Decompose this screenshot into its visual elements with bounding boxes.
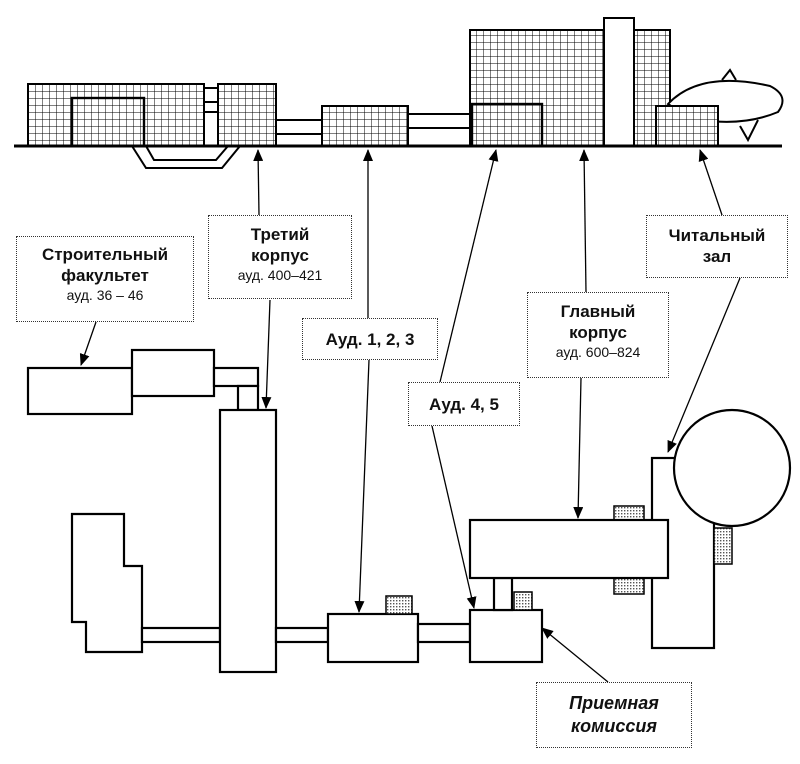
reading-hall-stair — [713, 527, 733, 565]
aud-123-plan — [326, 612, 420, 664]
dome-support — [739, 119, 759, 143]
third-building-link — [236, 384, 260, 412]
main-title-2: корпус — [569, 323, 627, 342]
label-construction-faculty: Строительный факультет ауд. 36 – 46 — [16, 236, 194, 322]
aud-45-link — [492, 576, 514, 612]
arrow-third-down — [261, 299, 272, 409]
passage-elev-2 — [407, 113, 471, 129]
elevation-view — [14, 17, 784, 169]
dome-antenna — [721, 68, 737, 81]
arrow-main-up — [579, 149, 590, 293]
arrow-construction — [79, 321, 97, 366]
aud-45-plan — [468, 608, 544, 664]
label-third-building: Третий корпус ауд. 400–421 — [208, 215, 352, 299]
arrow-admission — [541, 627, 609, 683]
passage-plan-2 — [416, 622, 472, 644]
main-tower — [603, 17, 635, 147]
construction-rooms: ауд. 36 – 46 — [66, 287, 144, 303]
third-building-facade — [217, 83, 277, 147]
underpass-inner — [145, 145, 229, 161]
label-main-building: Главный корпус ауд. 600–824 — [527, 292, 669, 378]
aud-45-stair — [513, 591, 533, 611]
label-aud-123: Ауд. 1, 2, 3 — [302, 318, 438, 360]
construction-connector — [212, 366, 260, 388]
third-building-plan — [218, 408, 278, 674]
plan-view — [26, 348, 792, 674]
third-rooms: ауд. 400–421 — [237, 267, 323, 283]
third-title-2: корпус — [251, 246, 309, 265]
aud45-title: Ауд. 4, 5 — [429, 395, 499, 414]
third-title-1: Третий — [250, 225, 310, 244]
construction-title-1: Строительный — [41, 245, 169, 264]
underpass-outline — [131, 145, 241, 169]
reading-title-1: Читальный — [668, 226, 766, 245]
arrow-third-up — [253, 149, 264, 216]
arrow-reading-up — [698, 149, 723, 216]
construction-faculty-facade — [27, 83, 205, 147]
aud123-title: Ауд. 1, 2, 3 — [325, 330, 415, 349]
aud-45-facade — [470, 102, 544, 148]
reading-hall-dome-plan — [672, 408, 792, 528]
construction-faculty-annex — [130, 348, 216, 398]
admission-title-1: Приемная — [569, 693, 659, 713]
arrow-main-down — [573, 377, 584, 519]
passage-elev-1 — [275, 119, 323, 135]
main-stair-bottom — [613, 577, 645, 595]
main-stair-top — [613, 505, 645, 521]
arrow-aud45-down — [431, 425, 477, 609]
passage-plan-1 — [274, 626, 330, 644]
aud-123-stair — [385, 595, 413, 615]
aud-123-facade — [321, 105, 409, 147]
label-aud-45: Ауд. 4, 5 — [408, 382, 520, 426]
admission-title-2: комиссия — [570, 716, 658, 736]
arrow-aud45-up — [439, 149, 499, 383]
reading-hall-facade — [655, 105, 719, 147]
construction-faculty-plan — [26, 366, 134, 416]
west-passage — [140, 626, 222, 644]
construction-title-2: факультет — [61, 266, 149, 285]
arrow-reading-down — [667, 277, 741, 453]
label-reading-hall: Читальный зал — [646, 215, 788, 278]
pointer-arrows — [79, 149, 741, 683]
main-title-1: Главный — [560, 302, 636, 321]
arrow-aud123-down — [354, 359, 370, 613]
main-rooms: ауд. 600–824 — [555, 344, 641, 360]
main-building-plan — [468, 518, 670, 580]
west-building-plan — [70, 512, 144, 654]
label-admission: Приемная комиссия — [536, 682, 692, 748]
reading-title-2: зал — [702, 247, 732, 266]
